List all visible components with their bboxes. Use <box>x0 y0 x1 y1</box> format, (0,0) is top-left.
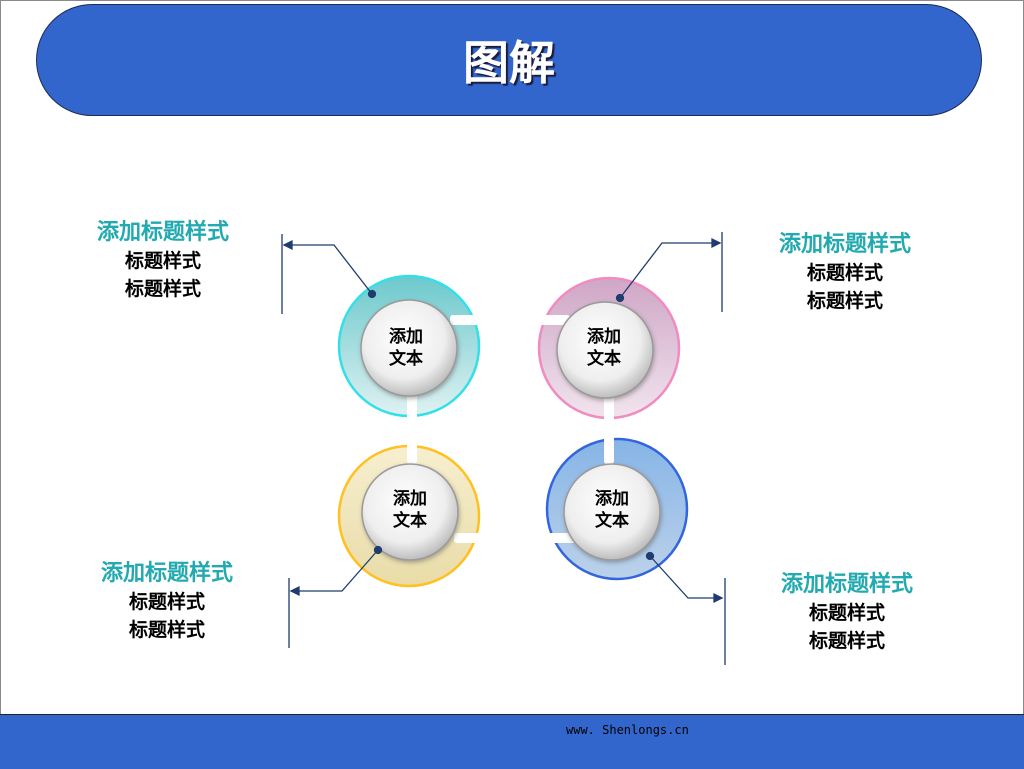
label-title: 添加标题样式 <box>780 572 913 597</box>
label-title: 添加标题样式 <box>778 232 911 257</box>
node-line2: 文本 <box>393 511 427 531</box>
node-line1: 添加 <box>389 327 423 347</box>
label-bottom-left: 添加标题样式 标题样式 标题样式 <box>86 560 248 644</box>
label-line: 标题样式 <box>806 290 883 312</box>
node-text-top-right: 添加 文本 <box>559 326 649 370</box>
label-line: 标题样式 <box>808 630 885 652</box>
label-line: 标题样式 <box>124 278 201 300</box>
callout-top-left <box>281 234 377 314</box>
callout-bottom-right <box>645 551 726 665</box>
label-line: 标题样式 <box>128 619 205 641</box>
label-line: 标题样式 <box>124 250 201 272</box>
ring-connectors <box>407 315 614 543</box>
inner-circle-top-left <box>360 299 458 397</box>
node-line2: 文本 <box>595 511 629 531</box>
node-line1: 添加 <box>393 489 427 509</box>
node-line1: 添加 <box>595 489 629 509</box>
label-title: 添加标题样式 <box>96 220 229 245</box>
inner-circle-bottom-left <box>361 463 459 561</box>
node-text-top-left: 添加 文本 <box>361 326 451 370</box>
callout-top-right <box>615 232 723 312</box>
footer-url: www. Shenlongs.cn <box>566 723 689 737</box>
node-line1: 添加 <box>587 327 621 347</box>
label-title: 添加标题样式 <box>100 561 233 586</box>
node-line2: 文本 <box>389 349 423 369</box>
label-top-right: 添加标题样式 标题样式 标题样式 <box>764 231 926 315</box>
footer-bar <box>0 714 1024 769</box>
label-line: 标题样式 <box>808 602 885 624</box>
label-top-left: 添加标题样式 标题样式 标题样式 <box>82 219 244 303</box>
slide-title: 图解 <box>463 36 555 90</box>
title-banner: 图解 <box>36 4 982 116</box>
inner-circle-top-right <box>556 301 654 399</box>
node-line2: 文本 <box>587 349 621 369</box>
label-line: 标题样式 <box>128 591 205 613</box>
node-text-bottom-right: 添加 文本 <box>567 488 657 532</box>
node-text-bottom-left: 添加 文本 <box>365 488 455 532</box>
callout-bottom-left <box>288 545 383 648</box>
inner-circle-bottom-right <box>563 463 661 561</box>
label-bottom-right: 添加标题样式 标题样式 标题样式 <box>766 571 928 655</box>
label-line: 标题样式 <box>806 262 883 284</box>
